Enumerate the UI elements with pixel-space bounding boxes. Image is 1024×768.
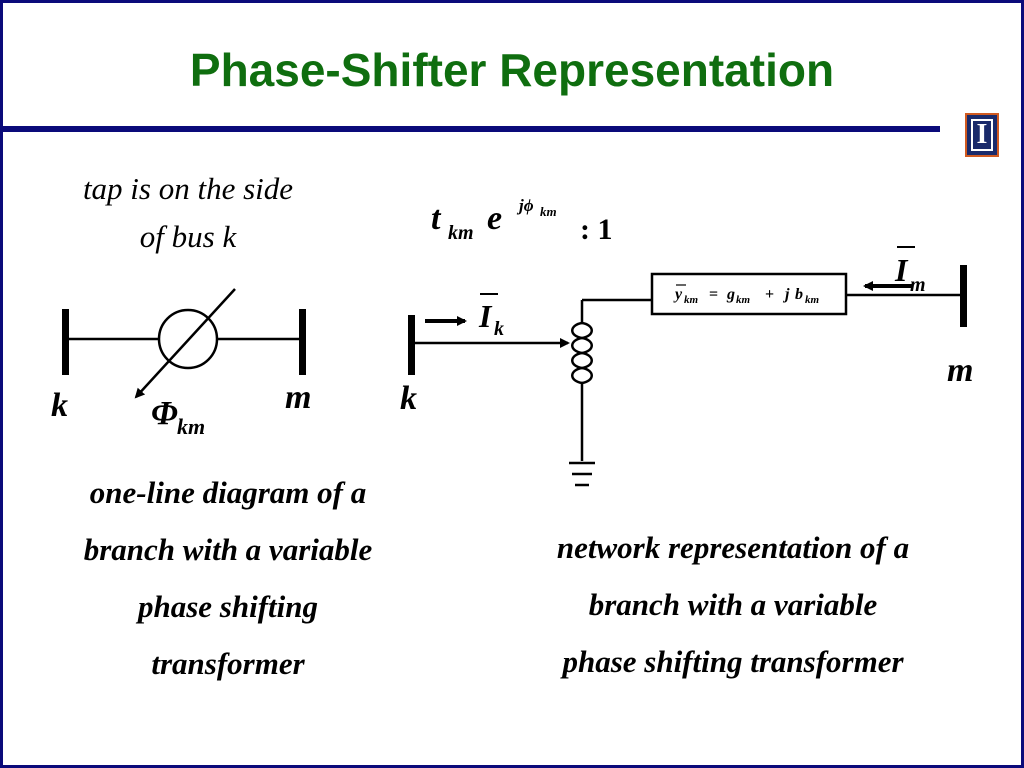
admittance-y: y xyxy=(673,286,683,303)
admittance-y-subscript: km xyxy=(684,294,699,306)
bus-k-bar xyxy=(62,309,69,375)
title-divider xyxy=(3,126,940,132)
admittance-b: b xyxy=(795,286,803,303)
bus-k-bar-network xyxy=(408,315,415,375)
tap-ratio: : 1 xyxy=(580,213,613,246)
tap-exponent-subscript: km xyxy=(540,204,557,219)
caption-network-3: phase shifting transformer xyxy=(562,644,904,679)
caption-one-line-1: one-line diagram of a xyxy=(89,475,367,510)
transformer-coil-icon xyxy=(571,321,593,385)
network-diagram: t km e jϕ km : 1 k m I k xyxy=(400,196,973,487)
tap-note: tap is on the side of bus k xyxy=(43,165,333,261)
caption-network-1: network representation of a xyxy=(556,530,910,565)
tap-t-subscript: km xyxy=(448,222,474,244)
diagrams: k m Φ km t km e jϕ km : 1 k m I k xyxy=(51,196,973,487)
phi-symbol: Φ xyxy=(151,395,178,432)
current-m-subscript: m xyxy=(910,274,926,296)
bus-m-label: m xyxy=(285,379,311,416)
current-m-symbol: I xyxy=(894,252,909,288)
caption-network: network representation of a branch with … xyxy=(493,519,973,690)
tap-t: t xyxy=(431,200,442,237)
tap-note-line-1: tap is on the side xyxy=(82,171,294,206)
tap-exponent: jϕ xyxy=(516,196,534,215)
slide-title: Phase-Shifter Representation xyxy=(189,44,835,96)
tap-note-line-2: of bus k xyxy=(139,219,237,254)
bus-m-label-network: m xyxy=(947,352,973,389)
logo-letter: I xyxy=(971,119,993,151)
phi-subscript: km xyxy=(177,414,205,439)
admittance-g: g xyxy=(726,286,735,303)
admittance-plus: + xyxy=(765,286,774,303)
admittance-g-subscript: km xyxy=(736,294,751,306)
admittance-b-subscript: km xyxy=(805,294,820,306)
caption-one-line-2: branch with a variable xyxy=(83,532,373,567)
admittance-equals: = xyxy=(709,286,718,303)
caption-network-2: branch with a variable xyxy=(588,587,878,622)
admittance-box xyxy=(650,272,848,316)
tap-e: e xyxy=(487,200,502,237)
phase-shifter-circle xyxy=(157,308,219,370)
caption-one-line-3: phase shifting xyxy=(137,589,319,624)
variable-arrow xyxy=(134,288,236,399)
bus-k-label: k xyxy=(51,387,68,424)
current-k-subscript: k xyxy=(494,318,504,340)
one-line-diagram: k m Φ km xyxy=(51,288,311,439)
current-k-symbol: I xyxy=(478,298,493,334)
caption-one-line: one-line diagram of a branch with a vari… xyxy=(33,464,423,692)
bus-m-bar xyxy=(299,309,306,375)
bus-m-bar-network xyxy=(960,265,967,327)
admittance-j: j xyxy=(782,286,790,303)
university-logo: I xyxy=(965,113,999,157)
caption-one-line-4: transformer xyxy=(151,646,305,681)
bus-k-label-network: k xyxy=(400,380,417,417)
